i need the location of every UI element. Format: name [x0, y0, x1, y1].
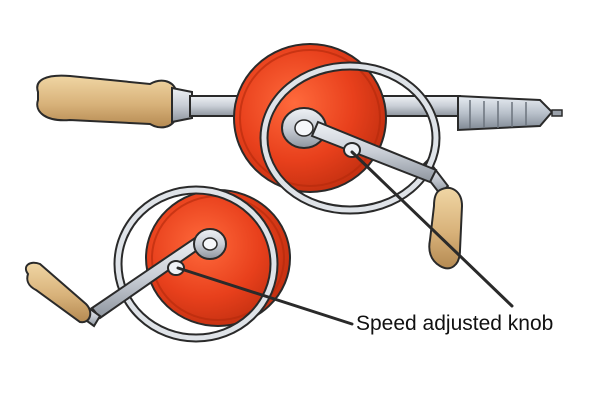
upper-ferrule: [171, 86, 193, 124]
upper-main-handle: [36, 74, 177, 129]
lower-speed-knob: [167, 260, 185, 276]
callout-pointers: [176, 150, 514, 326]
lower-handle: [24, 261, 92, 324]
upper-side-handle: [428, 187, 464, 270]
callout-label: Speed adjusted knob: [356, 312, 554, 335]
upper-speed-knob: [343, 142, 361, 158]
upper-bit: [551, 109, 563, 117]
callout-line-lower: [176, 266, 354, 326]
upper-crank-arm: [310, 120, 438, 184]
upper-chuck: [457, 94, 554, 132]
upper-drill: [36, 43, 563, 270]
lower-drill: [24, 185, 291, 343]
callout-line-upper: [350, 150, 514, 308]
